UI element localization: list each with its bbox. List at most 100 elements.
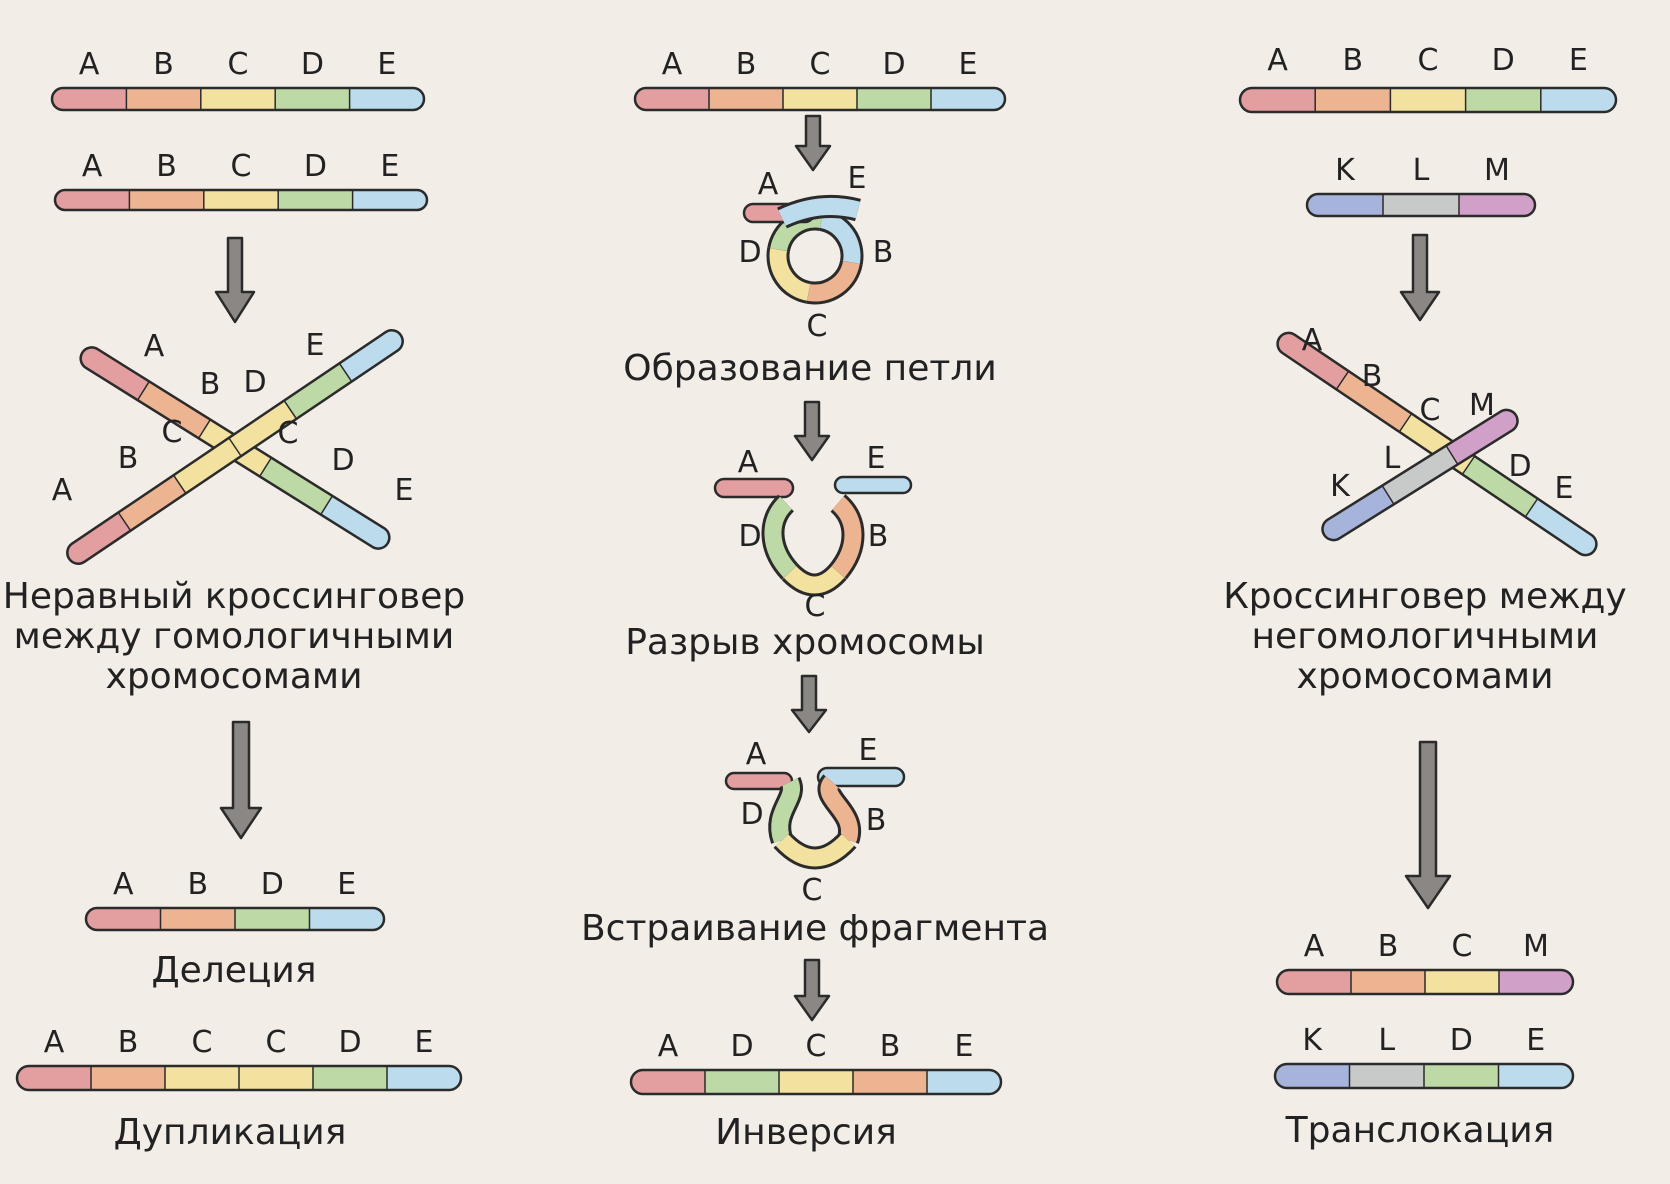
right-chromosome-1-label-A: A: [1267, 43, 1288, 78]
left-cross-upper-E: E: [306, 328, 325, 363]
left-chromosome-2-label-C: C: [231, 149, 252, 184]
break-arc-D: [761, 494, 799, 580]
left-cross-lower-B: B: [118, 441, 139, 476]
insert-end-E: [816, 766, 906, 788]
inversion-label: Инверсия: [715, 1112, 897, 1153]
middle-chromosome-segment-A: [635, 88, 710, 110]
deletion-chromosome-segment-B: [160, 908, 236, 930]
inversion-chromosome-label-A: A: [658, 1029, 679, 1064]
middle-arrow-3: [790, 674, 828, 734]
right-cross-line-2-segment-M: [1446, 405, 1522, 465]
deletion-chromosome-label-E: E: [337, 867, 356, 902]
duplication-chromosome-label-C: C: [266, 1025, 287, 1060]
right-caption-line-2: негомологичными: [1252, 616, 1599, 657]
left-chromosome-1: [50, 86, 426, 112]
duplication-chromosome-segment-E: [387, 1066, 461, 1090]
right-cross-line-1-segment-D: [1462, 456, 1539, 518]
break-arc-C: [781, 563, 847, 597]
arrows-layer: [214, 114, 1452, 1022]
right-chromosome-2-label-L: L: [1413, 153, 1430, 188]
insert-arc-D: [768, 776, 803, 844]
left-chromosome-1-segment-E: [349, 88, 424, 110]
break-arc-B: [828, 494, 865, 580]
right-cross-label-E: E: [1555, 471, 1574, 506]
left-cross-line-2-segment-C: [228, 400, 297, 457]
right-cross-label-L: L: [1384, 441, 1401, 476]
translocation-chromosome-1-segment-C: [1425, 970, 1500, 994]
right-chromosome-1-label-D: D: [1492, 43, 1515, 78]
left-chromosome-1-label-A: A: [79, 47, 100, 82]
insert-label-D: D: [740, 797, 763, 832]
left-caption-line-1: Неравный кроссинговер: [3, 576, 465, 617]
right-cross-line-2-segment-L: [1382, 445, 1459, 505]
translocation-chromosome-2-segment-L: [1349, 1064, 1425, 1088]
left-cross-line-2-segment-A: [63, 512, 132, 568]
break-end-E: [833, 475, 913, 495]
loop-label-A: A: [758, 167, 779, 202]
middle-chromosome: [633, 86, 1007, 112]
middle-chromosome-label-D: D: [882, 47, 905, 82]
inversion-chromosome-segment-B: [853, 1070, 928, 1094]
right-arrow-1: [1399, 233, 1441, 322]
right-cross-label-C: C: [1420, 393, 1441, 428]
translocation-chromosome-1: [1275, 968, 1575, 996]
right-cross-line-1-segment-A: [1273, 328, 1350, 390]
deletion-chromosome-segment-A: [86, 908, 161, 930]
duplication-chromosome-label-D: D: [338, 1025, 361, 1060]
left-arrow-1: [214, 236, 256, 324]
loop-label-C: C: [807, 309, 828, 344]
deletion-chromosome-label-A: A: [113, 867, 134, 902]
left-chromosome-1-label-D: D: [301, 47, 324, 82]
left-chromosome-2-segment-D: [278, 190, 354, 210]
right-cross-line-2-segment-K: [1318, 485, 1395, 545]
insert-label-C: C: [802, 873, 823, 908]
translocation-chromosome-2-segment-E: [1498, 1064, 1573, 1088]
left-chromosome-2-segment-B: [129, 190, 205, 210]
right-cross-line-1-segment-B: [1336, 371, 1413, 433]
right-caption-line-3: хромосомами: [1297, 656, 1554, 697]
inversion-chromosome-label-E: E: [955, 1029, 974, 1064]
right-cross-label-K: K: [1330, 469, 1351, 504]
right-chromosome-1-label-B: B: [1343, 43, 1364, 78]
left-chromosome-1-segment-D: [275, 88, 351, 110]
middle-chromosome-segment-E: [931, 88, 1005, 110]
right-chromosome-2-label-K: K: [1335, 153, 1356, 188]
inversion-chromosome-label-D: D: [730, 1029, 753, 1064]
middle-chromosome-label-A: A: [662, 47, 683, 82]
right-chromosome-1-label-E: E: [1569, 43, 1588, 78]
translocation-chromosome-1-label-B: B: [1378, 929, 1399, 964]
translocation-chromosome-2-segment-K: [1275, 1064, 1350, 1088]
left-cross-upper-C: C: [162, 415, 183, 450]
left-chromosome-1-segment-C: [200, 88, 276, 110]
left-cross-line-2-segment-E: [339, 326, 407, 382]
left-chromosome-2-label-D: D: [304, 149, 327, 184]
right-cross-line-1-segment-E: [1525, 498, 1601, 560]
duplication-chromosome-label-E: E: [415, 1025, 434, 1060]
right-cross-label-M: M: [1469, 388, 1495, 423]
left-cross-line-1-segment-E: [320, 495, 394, 553]
right-chromosome-1-segment-E: [1540, 88, 1616, 112]
duplication-chromosome-segment-A: [17, 1066, 92, 1090]
insert-label-E: E: [859, 733, 878, 768]
duplication-label: Дупликация: [114, 1112, 347, 1153]
insert-label-B: B: [866, 803, 887, 838]
translocation-label: Транслокация: [1285, 1110, 1555, 1151]
right-chromosome-1: [1238, 86, 1618, 114]
left-cross-lower-D: D: [331, 443, 354, 478]
left-chromosome-1-label-B: B: [153, 47, 174, 82]
middle-arrow-4: [793, 958, 831, 1022]
loop-label-B: B: [873, 235, 894, 270]
duplication-chromosome-label-B: B: [118, 1025, 139, 1060]
middle-arrow-1: [794, 114, 832, 172]
right-chromosome-1-segment-A: [1240, 88, 1316, 112]
left-chromosome-2-label-A: A: [82, 149, 103, 184]
right-caption-line-1: Кроссинговер между: [1223, 576, 1627, 617]
loop-ring-arc-C: [766, 247, 812, 304]
labels-layer: ABCDEABCDEABCDEABCCDEНеравный кроссингов…: [3, 43, 1627, 1153]
left-cross-line-1-segment-D: [259, 457, 333, 515]
middle-chromosome-segment-B: [709, 88, 784, 110]
break-label-C: C: [805, 589, 826, 624]
loop-end-E: [777, 194, 861, 229]
left-chromosome-2-segment-E: [352, 190, 427, 210]
